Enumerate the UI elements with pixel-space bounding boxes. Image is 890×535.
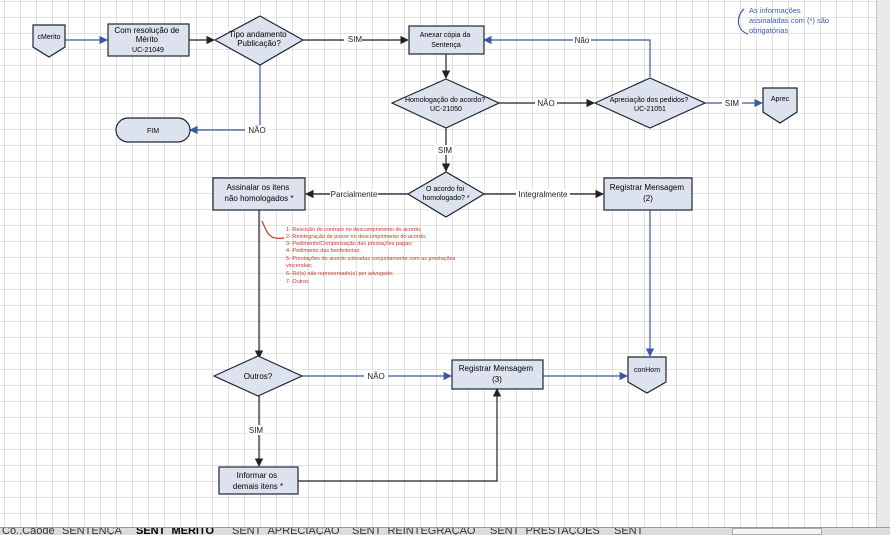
- edge-label-integralmente: Integralmente: [519, 190, 568, 199]
- node-informar-line2: demais itens *: [233, 482, 283, 491]
- node-cmerito-label: cMerito: [38, 34, 61, 41]
- svg-text:Anexar cópia da Senten: Anexar cópia da Sentença: [420, 32, 473, 49]
- node-informar-line1: Informar os: [237, 471, 277, 480]
- note-callout: [261, 220, 285, 240]
- reason-3: 3- Pedimento/Compensação das prestações …: [286, 241, 413, 247]
- reason-1: 1- Rescisão do contrato no descumpriment…: [286, 227, 422, 233]
- svg-text:Homologação do acordo?: Homologação do acordo? UC-21050: [405, 97, 487, 113]
- edge-label-sim-3: SIM: [438, 146, 453, 155]
- sheet-tab-4[interactable]: SENT_REINTEGRAÇAO: [352, 527, 476, 535]
- svg-text:O acordo foi homologad: O acordo foi homologado? *: [422, 186, 469, 202]
- edge-label-parcialmente: Parcialmente: [331, 190, 378, 199]
- node-acordo-line1: O acordo foi: [426, 186, 465, 193]
- sheet-tab-1[interactable]: SENTENÇA: [62, 527, 122, 535]
- vertical-scrollbar[interactable]: [876, 0, 890, 527]
- svg-text:Tipo andamento Publica: Tipo andamento Publicação?: [229, 30, 289, 48]
- node-acordo-line2: homologado? *: [422, 195, 469, 202]
- sheet-tab-0[interactable]: Co..Caode: [2, 527, 55, 535]
- svg-text:Apreciação dos pedidos?: Apreciação dos pedidos? UC-21051: [610, 97, 691, 113]
- svg-text:Com resolução de Mérit: Com resolução de Mérito UC-21049: [114, 26, 181, 54]
- required-note-line3: obrigatórias: [749, 26, 788, 35]
- node-com-resolucao-line2: Mérito: [136, 35, 159, 44]
- node-tipo-line2: Publicação?: [237, 39, 281, 48]
- node-cmerito[interactable]: cMerito: [32, 24, 66, 58]
- svg-text:Assinalar os itens não: Assinalar os itens não homologados *: [225, 183, 294, 203]
- node-outros[interactable]: Outros?: [212, 355, 304, 397]
- node-anexar-line1: Anexar cópia da: [420, 32, 471, 39]
- node-aprec[interactable]: Aprec: [762, 87, 798, 124]
- svg-text:Registrar Mensagem (3): Registrar Mensagem (3): [459, 364, 535, 384]
- node-apreciacao[interactable]: Apreciação dos pedidos? UC-21051: [593, 77, 707, 129]
- reason-5: 5- Prestações do acordo cobradas conjunt…: [286, 256, 456, 262]
- node-registrar2-line2: (2): [643, 194, 653, 203]
- sheet-tab-2[interactable]: SENT_MERITO: [136, 527, 215, 535]
- node-com-resolucao[interactable]: Com resolução de Mérito UC-21049: [107, 23, 190, 57]
- edge-label-nao-2: Não: [575, 36, 590, 45]
- sheet-tab-5[interactable]: SENT_PRESTAÇOES: [490, 527, 600, 535]
- edge-label-sim-4: SIM: [249, 426, 264, 435]
- node-tipo-line1: Tipo andamento: [229, 30, 287, 39]
- required-note-line2: assinaladas com (*) são: [749, 16, 829, 25]
- node-com-resolucao-uc: UC-21049: [132, 47, 164, 54]
- reason-4: 4- Pedimento das benfeitorias;: [286, 248, 361, 254]
- node-apreciacao-line1: Apreciação dos pedidos?: [610, 97, 689, 104]
- flowchart: SIM NÃO Não NÃO SIM SIM Parcialmente Int…: [0, 0, 876, 527]
- edge-labels: SIM NÃO Não NÃO SIM SIM Parcialmente Int…: [245, 34, 742, 435]
- reason-6: 6- Ré(s) não representado(s) por advogad…: [286, 271, 394, 277]
- required-note-line1: As informações: [749, 6, 801, 15]
- required-note-bracket: [737, 8, 749, 35]
- node-outros-label: Outros?: [244, 372, 273, 381]
- node-assinalar-itens[interactable]: Assinalar os itens não homologados *: [212, 177, 306, 211]
- node-fim[interactable]: FIM: [115, 117, 191, 143]
- node-aprec-label: Aprec: [771, 96, 790, 103]
- edge-apreciacao-to-anexar: [483, 35, 651, 77]
- node-conhom-label: conHom: [634, 367, 660, 374]
- reason-5-cont: vincendas;: [286, 263, 313, 269]
- reason-7: 7- Outros: [286, 279, 309, 285]
- node-informar-itens[interactable]: Informar os demais itens *: [218, 466, 299, 495]
- node-apreciacao-uc: UC-21051: [634, 106, 666, 113]
- svg-text:Registrar Mensagem (2): Registrar Mensagem (2): [610, 183, 686, 203]
- grid-background: [0, 0, 876, 527]
- node-anexar-line2: Sentença: [431, 42, 461, 49]
- node-tipo-andamento[interactable]: Tipo andamento Publicação?: [213, 15, 305, 66]
- node-conhom[interactable]: conHom: [627, 356, 667, 394]
- node-registrar3-line2: (3): [492, 375, 502, 384]
- node-anexar-copia[interactable]: Anexar cópia da Sentença: [408, 25, 485, 55]
- node-assinalar-line1: Assinalar os itens: [227, 183, 290, 192]
- reason-2: 2- Reintegração de posse no descumprimen…: [286, 234, 427, 240]
- edge-label-nao-3: NÃO: [537, 99, 554, 108]
- sheet-tab-6[interactable]: SENT: [614, 527, 644, 535]
- edge-informar-to-registrar3: [298, 388, 502, 482]
- node-acordo-homologado[interactable]: O acordo foi homologado? *: [406, 171, 486, 218]
- reasons-list: 1- Rescisão do contrato no descumpriment…: [286, 227, 456, 285]
- node-fim-label: FIM: [147, 128, 159, 135]
- node-homologacao-uc: UC-21050: [430, 106, 462, 113]
- edge-label-sim-2: SIM: [725, 99, 740, 108]
- diagram-canvas: SIM NÃO Não NÃO SIM SIM Parcialmente Int…: [0, 0, 876, 527]
- node-com-resolucao-line1: Com resolução de: [114, 26, 179, 35]
- sheet-tab-3[interactable]: SENT_APRECIAÇAO: [232, 527, 340, 535]
- nodes: cMerito Com resolução de Mérito UC-21049…: [32, 15, 798, 495]
- edge-label-sim-1: SIM: [348, 35, 363, 44]
- node-assinalar-line2: não homologados *: [225, 194, 294, 203]
- node-homologacao[interactable]: Homologação do acordo? UC-21050: [390, 78, 501, 129]
- edge-label-nao-4: NÃO: [367, 372, 384, 381]
- node-registrar-mensagem-2[interactable]: Registrar Mensagem (2): [603, 177, 693, 211]
- node-registrar2-line1: Registrar Mensagem: [610, 183, 685, 192]
- svg-text:Informar os demais ite: Informar os demais itens *: [233, 471, 283, 491]
- node-registrar3-line1: Registrar Mensagem: [459, 364, 534, 373]
- edge-label-nao-1: NÃO: [248, 126, 265, 135]
- node-homologacao-line1: Homologação do acordo?: [405, 97, 485, 104]
- node-registrar-mensagem-3[interactable]: Registrar Mensagem (3): [451, 359, 544, 390]
- required-fields-note: As informações assinaladas com (*) são o…: [749, 6, 829, 35]
